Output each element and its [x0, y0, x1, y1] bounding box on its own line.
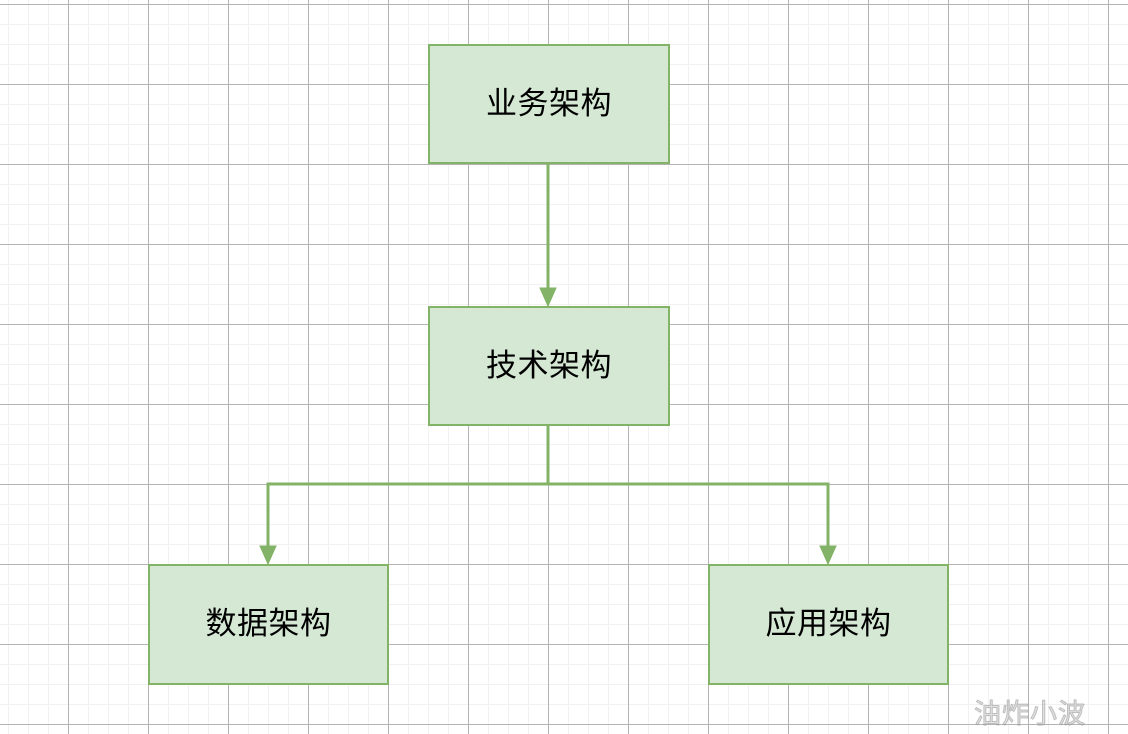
arrowhead-icon: [819, 545, 837, 566]
node-data-architecture[interactable]: 数据架构: [148, 564, 389, 685]
node-label: 数据架构: [205, 606, 332, 642]
node-business-architecture[interactable]: 业务架构: [428, 44, 670, 164]
arrowhead-icon: [259, 545, 277, 566]
node-label: 应用架构: [765, 606, 892, 642]
node-label: 技术架构: [486, 347, 612, 384]
arrowhead-icon: [539, 287, 557, 308]
node-label: 业务架构: [486, 85, 612, 122]
edge-technical-data[interactable]: [259, 426, 550, 566]
watermark: 油炸小波: [974, 699, 1086, 730]
node-application-architecture[interactable]: 应用架构: [708, 564, 949, 685]
node-technical-architecture[interactable]: 技术架构: [428, 306, 670, 426]
edge-business-technical[interactable]: [539, 164, 557, 308]
edge-technical-app[interactable]: [546, 426, 837, 566]
